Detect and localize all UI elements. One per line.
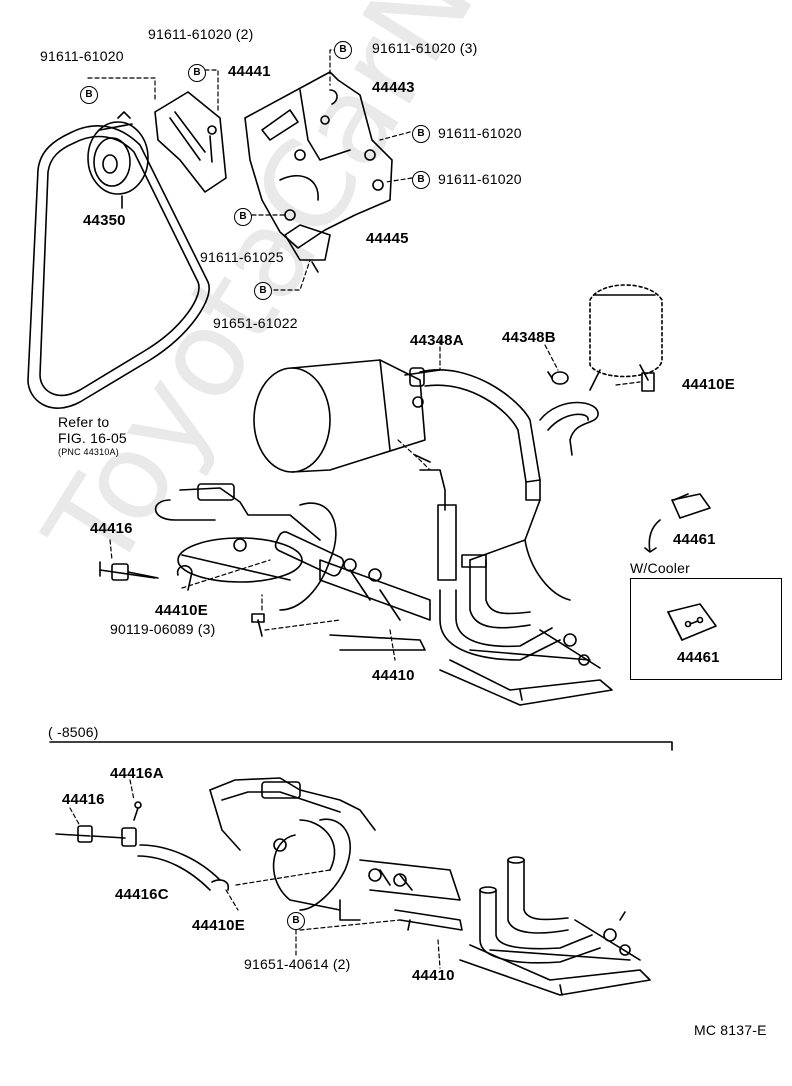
pad-44461-b — [667, 603, 717, 641]
cooler-option-box — [630, 578, 782, 680]
label-91651-40614: 91651-40614 (2) — [244, 956, 351, 972]
label-44443: 44443 — [372, 79, 415, 96]
bolt-marker: B — [287, 912, 305, 930]
bolt-marker: B — [234, 208, 252, 226]
label-91611-61020-a: 91611-61020 — [40, 48, 124, 64]
label-pnc: (PNC 44310A) — [58, 447, 119, 457]
hose-44348a — [409, 367, 599, 501]
bolt-marker: B — [412, 125, 430, 143]
label-44410: 44410 — [372, 667, 415, 684]
label-44348a: 44348A — [410, 332, 464, 349]
label-44441: 44441 — [228, 63, 271, 80]
label-refer-to: Refer to — [58, 414, 110, 430]
pad-44461-a — [644, 493, 711, 553]
leader-lines-bottom — [69, 779, 441, 969]
hose-assembly-lower — [459, 856, 651, 996]
steering-gear-upper — [154, 483, 431, 651]
label-91611-61020-2: 91611-61020 (2) — [148, 26, 254, 42]
label-44410-lower: 44410 — [412, 967, 455, 984]
bolt-marker: B — [254, 282, 272, 300]
reservoir-tank — [589, 284, 663, 392]
hose-44416c — [137, 844, 230, 891]
label-44410e: 44410E — [155, 602, 208, 619]
label-44348b: 44348B — [502, 329, 556, 346]
label-91611-61020-c: 91611-61020 — [438, 171, 522, 187]
label-44461-b: 44461 — [677, 649, 720, 666]
diagram-code: MC 8137-E — [694, 1022, 767, 1038]
pressure-line — [414, 454, 457, 581]
bracket-44441 — [154, 91, 227, 193]
steering-gear-lower — [209, 777, 463, 931]
label-44416-lower: 44416 — [62, 791, 105, 808]
label-fig-16-05: FIG. 16-05 — [58, 430, 127, 446]
label-91611-61025: 91611-61025 — [200, 249, 284, 265]
label-44461-a: 44461 — [673, 531, 716, 548]
label-91651-61022: 91651-61022 — [213, 315, 298, 331]
label-91611-61020-b: 91611-61020 — [438, 125, 522, 141]
idler-pulley — [87, 111, 149, 209]
label-44410e-right: 44410E — [682, 376, 735, 393]
label-44445: 44445 — [366, 230, 409, 247]
label-44350: 44350 — [83, 212, 126, 229]
label-91611-61020-3: 91611-61020 (3) — [372, 40, 478, 56]
leader-lines-top — [87, 49, 641, 661]
clamp-44410e — [176, 565, 193, 591]
label-range: ( -8506) — [48, 724, 99, 740]
label-44416a: 44416A — [110, 765, 164, 782]
clamp-44348b — [547, 371, 569, 385]
bracket-44443 — [244, 71, 393, 273]
bolt-marker: B — [412, 171, 430, 189]
bolt-marker: B — [334, 41, 352, 59]
hose-assembly-upper — [439, 499, 613, 706]
label-44410e-lower: 44410E — [192, 917, 245, 934]
label-90119-06089: 90119-06089 (3) — [110, 621, 216, 637]
label-44416: 44416 — [90, 520, 133, 537]
range-bracket — [49, 741, 673, 751]
label-44416c: 44416C — [115, 886, 169, 903]
bolt-90119 — [251, 613, 265, 637]
union-bolt-lower — [55, 801, 142, 847]
bolt-marker: B — [80, 86, 98, 104]
v-belt — [27, 125, 210, 409]
bolt-marker: B — [188, 64, 206, 82]
union-bolt-44416 — [99, 561, 159, 581]
label-w-cooler: W/Cooler — [630, 560, 690, 576]
pump — [253, 359, 441, 473]
